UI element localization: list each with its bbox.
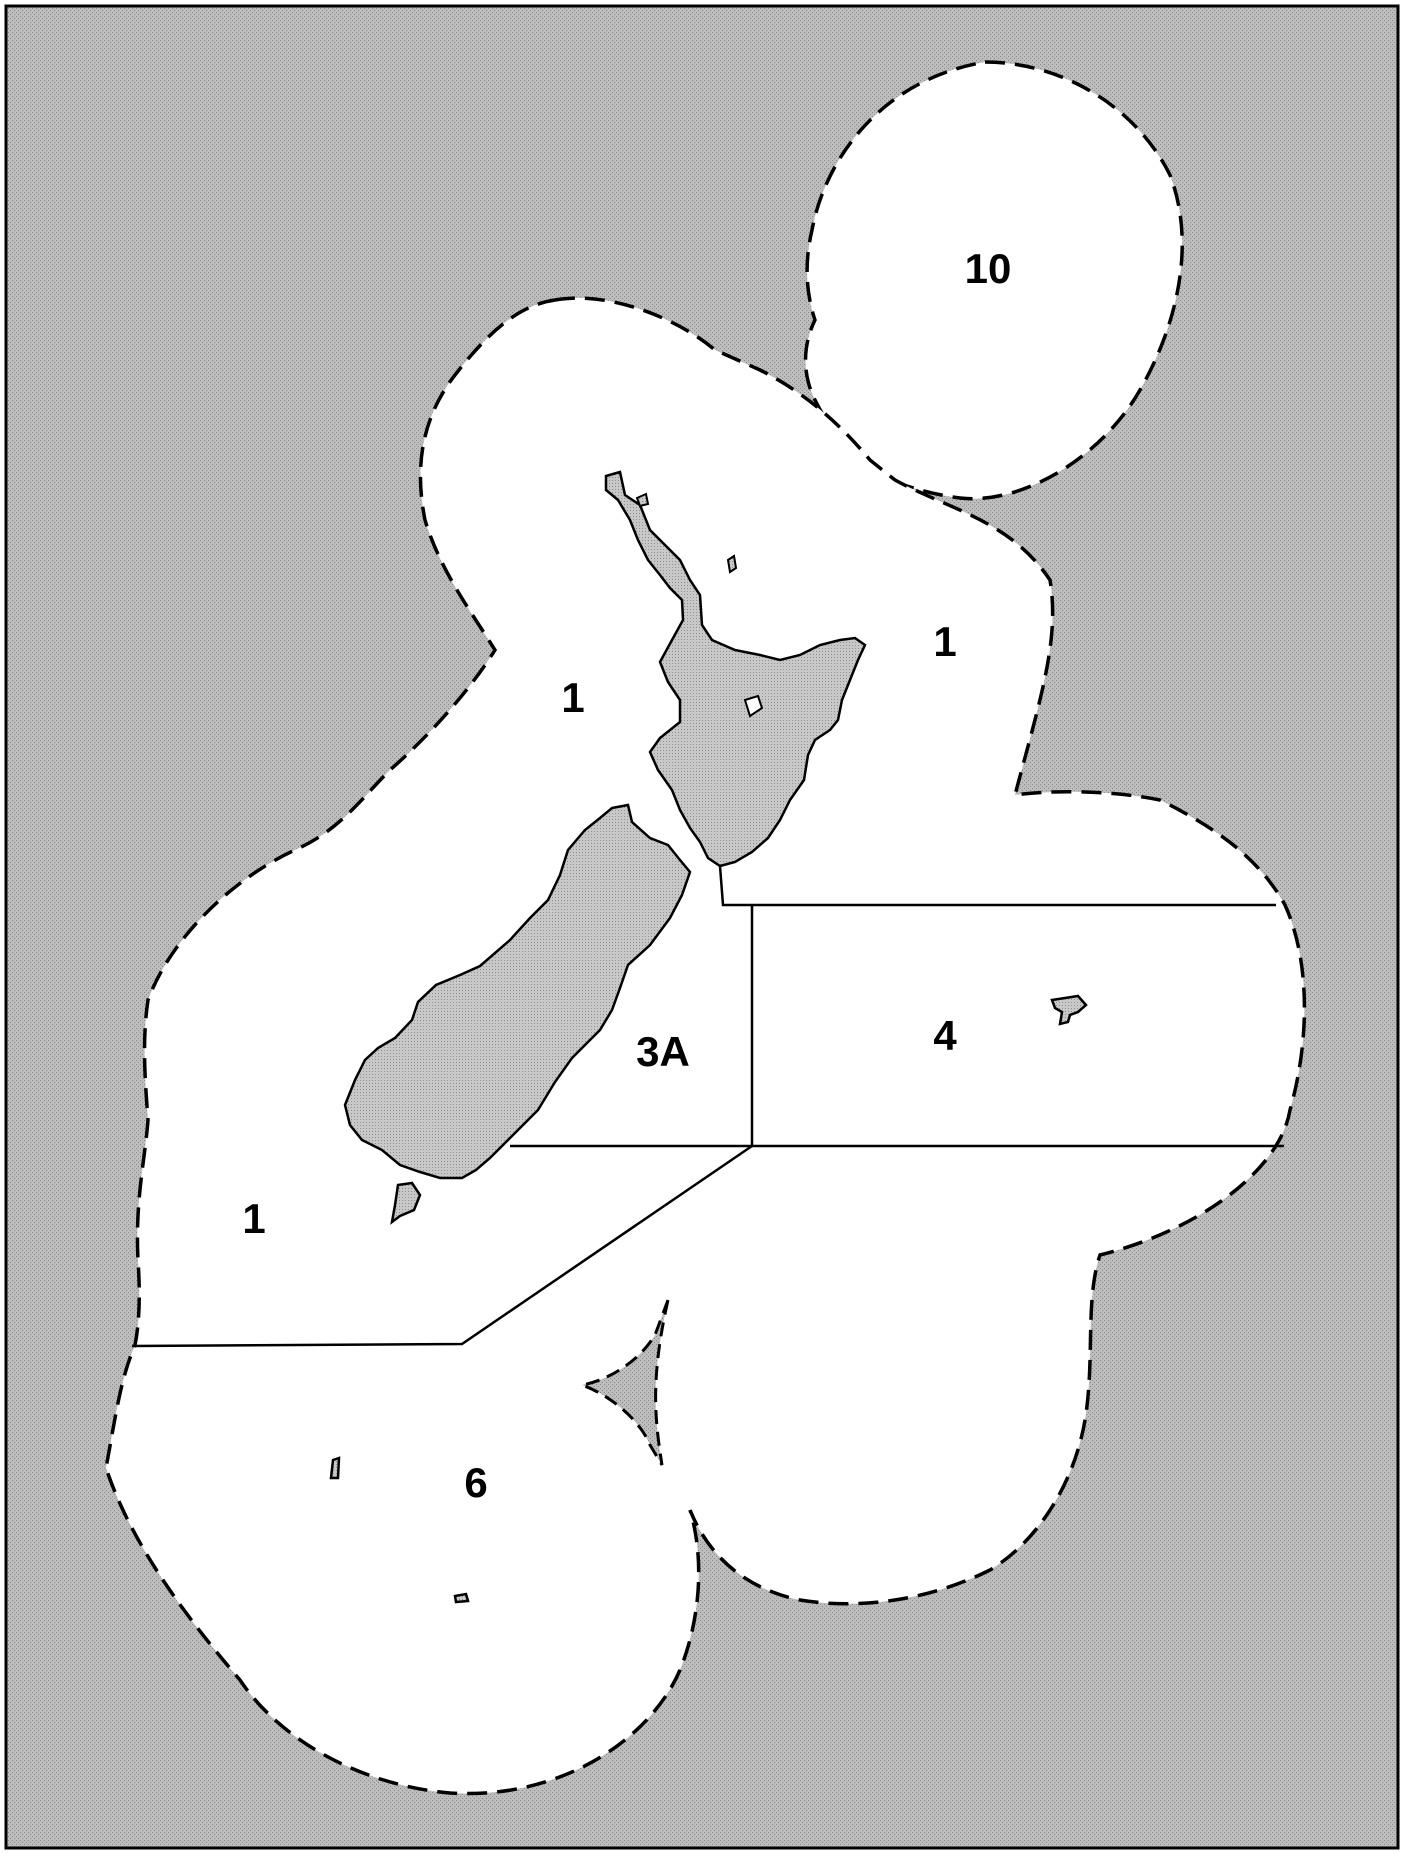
north-island-islet-2	[635, 492, 650, 508]
stewart-island	[390, 1181, 422, 1225]
boundary-north-4	[718, 865, 1276, 907]
label-area-1-southwest: 1	[242, 1195, 265, 1242]
label-area-10: 10	[965, 245, 1012, 292]
campbell-island	[453, 1592, 470, 1604]
area-labels: 10 1 1 3A 4 1 6	[242, 245, 1011, 1506]
label-area-1-northeast: 1	[933, 618, 956, 665]
lake-taupo	[743, 694, 764, 718]
label-area-1-west: 1	[561, 674, 584, 721]
label-area-4: 4	[933, 1012, 957, 1059]
south-island	[343, 803, 692, 1180]
north-island-islet-1	[726, 554, 738, 574]
southern-inlet	[576, 1299, 670, 1466]
chatham-islands	[1050, 994, 1088, 1026]
north-island	[604, 470, 867, 868]
main-zone	[104, 296, 1307, 1796]
auckland-islands	[329, 1456, 341, 1480]
label-area-6: 6	[464, 1459, 487, 1506]
label-area-3a: 3A	[636, 1028, 690, 1075]
boundary-diagonal	[131, 1144, 753, 1348]
area-boundaries	[131, 865, 1284, 1348]
